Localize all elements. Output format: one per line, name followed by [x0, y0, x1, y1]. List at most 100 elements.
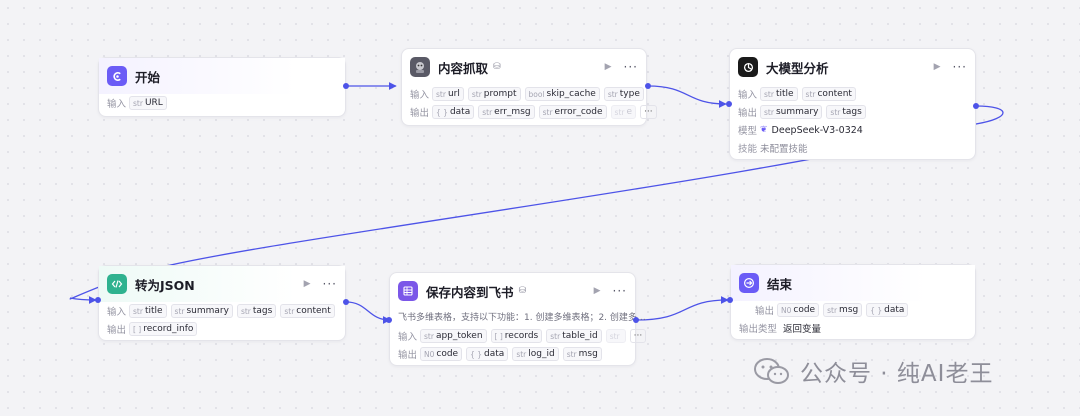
- input-label: 输入: [107, 99, 127, 110]
- node-title: 大模型分析: [766, 60, 829, 76]
- param-chip: [ ]records: [490, 329, 543, 343]
- chatgpt-logo-icon: [738, 57, 758, 77]
- more-icon[interactable]: ···: [623, 60, 638, 74]
- port-start-out[interactable]: [343, 83, 349, 89]
- node-end-header[interactable]: 结束: [731, 265, 975, 301]
- output-label: 输出: [755, 306, 775, 317]
- start-icon: [107, 66, 127, 86]
- play-icon[interactable]: ▶: [604, 62, 612, 72]
- port-feishu-in[interactable]: [386, 317, 392, 323]
- output-type-value: 返回变量: [783, 324, 822, 335]
- node-fetch-header[interactable]: 内容抓取 ⛁ ▶ ···: [402, 49, 646, 85]
- output-label: 输出: [398, 350, 418, 361]
- port-llm-out[interactable]: [973, 103, 979, 109]
- more-params-button[interactable]: ···: [629, 329, 647, 343]
- param-chip: { }data: [432, 105, 475, 119]
- param-chip: str: [605, 329, 626, 343]
- port-end-in[interactable]: [727, 297, 733, 303]
- node-title: 转为JSON: [135, 277, 195, 293]
- more-icon[interactable]: ···: [952, 60, 967, 74]
- node-feishu[interactable]: 保存内容到飞书 ⛁ ▶ ··· 飞书多维表格，支持以下功能：1. 创建多维表格；…: [389, 272, 647, 366]
- skill-label: 技能: [738, 144, 758, 155]
- play-icon[interactable]: ▶: [593, 286, 601, 296]
- output-row: 输出 [ ]record_info: [107, 320, 337, 338]
- output-type-label: 输出类型: [739, 324, 778, 335]
- node-feishu-header[interactable]: 保存内容到飞书 ⛁ ▶ ···: [390, 273, 635, 309]
- skill-value: 未配置技能: [760, 144, 808, 155]
- port-json-out[interactable]: [343, 299, 349, 305]
- wechat-logo-icon: [754, 358, 789, 384]
- model-value: DeepSeek-V3-0324: [771, 124, 863, 136]
- watermark: 公众号 · 纯AI老王: [752, 354, 993, 388]
- code-icon: [107, 274, 127, 294]
- plugin-badge-icon: ⛁: [493, 62, 501, 72]
- node-title: 结束: [767, 276, 793, 292]
- node-title: 保存内容到飞书: [426, 284, 514, 300]
- port-feishu-out[interactable]: [633, 317, 639, 323]
- exit-icon: [739, 273, 759, 293]
- output-type-row: 输出类型 返回变量: [739, 319, 967, 337]
- input-label: 输入: [107, 307, 127, 318]
- node-start-header[interactable]: 开始: [99, 58, 345, 94]
- more-icon[interactable]: ···: [612, 284, 627, 298]
- skill-row: 技能 未配置技能: [738, 139, 967, 157]
- table-icon: [398, 281, 418, 301]
- node-title: 开始: [135, 69, 161, 85]
- watermark-text: 公众号 · 纯AI老王: [800, 361, 994, 387]
- plugin-badge-icon: ⛁: [518, 286, 527, 296]
- output-label: 输出: [107, 325, 127, 336]
- port-json-in[interactable]: [95, 297, 101, 303]
- node-llm-header[interactable]: 大模型分析 ▶ ···: [730, 49, 975, 85]
- param-chip: [ ]record_info: [129, 322, 198, 336]
- param-chip: { }data: [466, 347, 509, 361]
- input-label: 输入: [410, 90, 430, 101]
- model-label: 模型: [738, 126, 758, 137]
- model-row: 模型 ❦ DeepSeek-V3-0324: [738, 121, 967, 139]
- play-icon[interactable]: ▶: [933, 62, 941, 72]
- more-icon[interactable]: ···: [322, 277, 337, 291]
- output-label: 输出: [738, 108, 758, 119]
- more-params-button[interactable]: ···: [640, 105, 657, 119]
- play-icon[interactable]: ▶: [303, 279, 311, 289]
- port-fetch-out[interactable]: [645, 83, 651, 89]
- node-title: 内容抓取: [438, 60, 489, 76]
- node-json-header[interactable]: 转为JSON ▶ ···: [99, 266, 345, 302]
- port-llm-in[interactable]: [726, 101, 732, 107]
- output-label: 输出: [410, 108, 430, 119]
- robot-avatar-icon: [410, 57, 430, 77]
- param-chip: { }data: [866, 303, 909, 317]
- model-icon: ❦: [760, 125, 768, 135]
